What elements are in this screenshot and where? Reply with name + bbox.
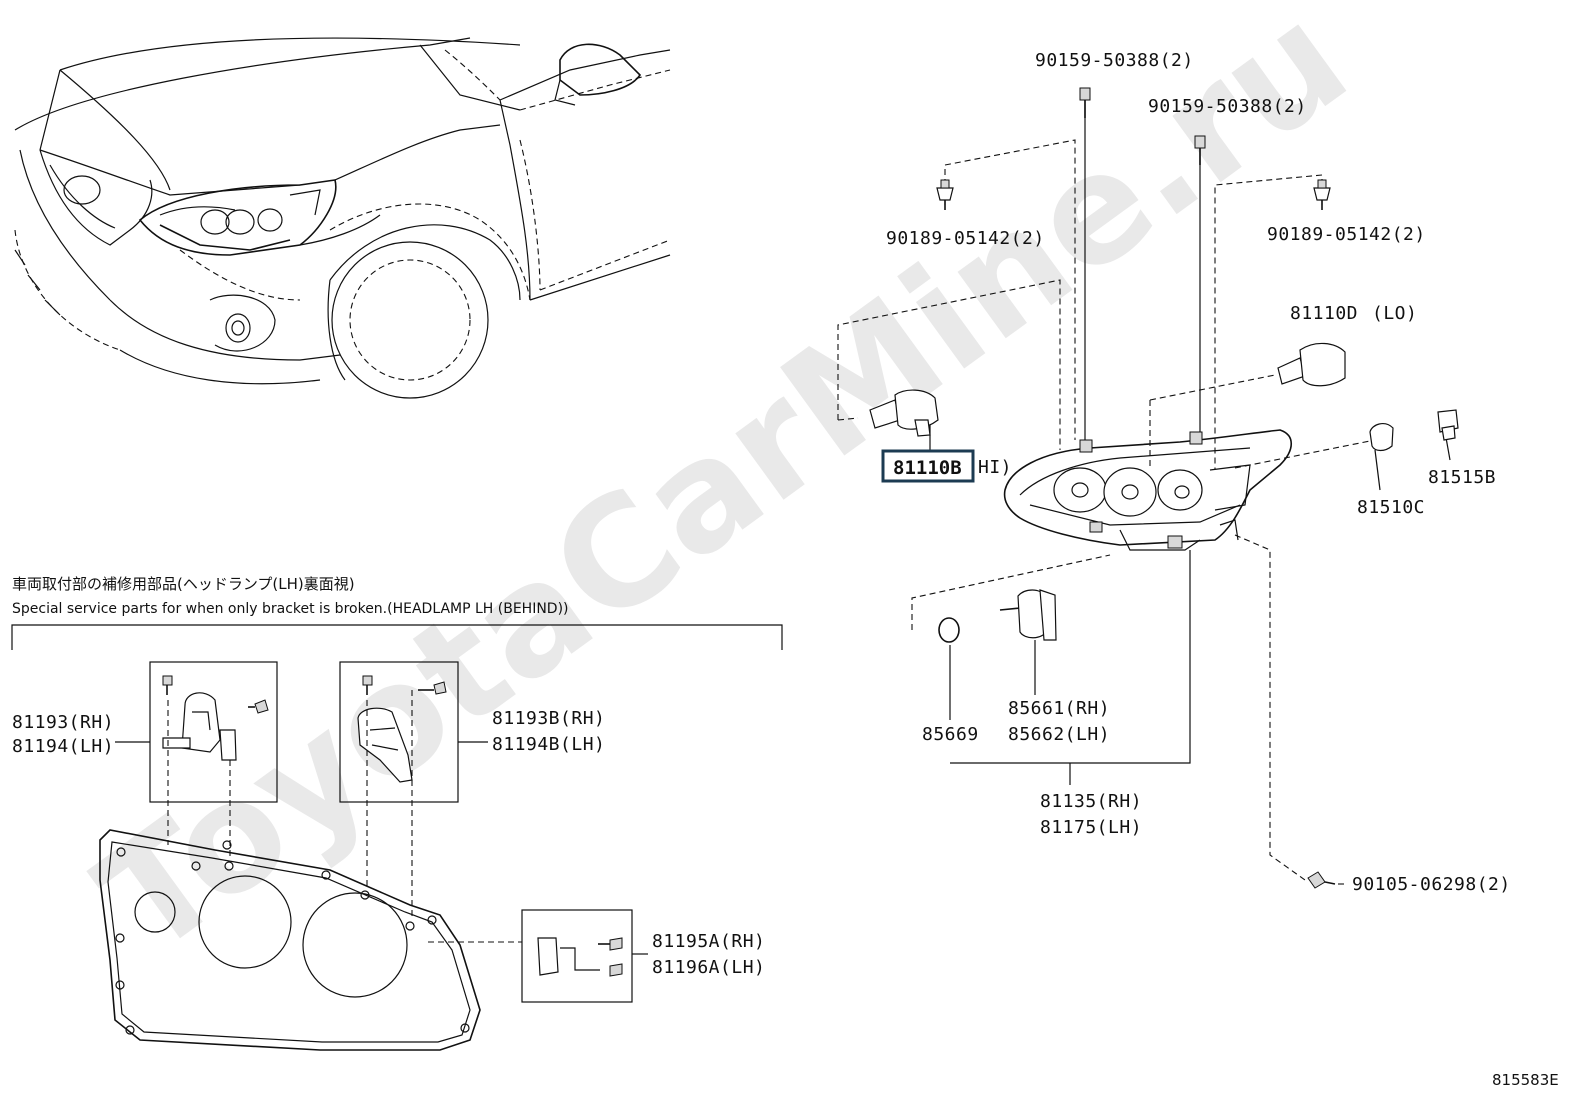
seal-ring-icon (938, 617, 960, 643)
leveling-motor-icon (999, 589, 1057, 641)
screw-icon (936, 179, 954, 210)
bolt-icon (1079, 87, 1091, 118)
bracket-c-box (521, 909, 633, 1003)
label-81175: 81175(LH) (1040, 817, 1142, 838)
bolt-icon (1194, 135, 1206, 165)
label-81135: 81135(RH) (1040, 791, 1142, 812)
label-81195a: 81195A(RH) (652, 931, 765, 952)
diagram-code: 815583E (1492, 1071, 1559, 1089)
label-90159-50388: 90159-50388(2) (1148, 96, 1307, 117)
bracket-a-box (149, 661, 278, 803)
bracket-section-title-jp: 車両取付部の補修用部品(ヘッドランプ(LH)裏面視) (12, 575, 355, 593)
bracket-b-box (339, 661, 459, 803)
highlight-box (881, 449, 975, 483)
label-85661: 85661(RH) (1008, 698, 1110, 719)
label-81110d: 81110D (1290, 303, 1358, 324)
bracket-c-icon (537, 937, 623, 977)
label-lo-note: (LO) (1372, 303, 1417, 324)
label-81110b[interactable]: 81110B (893, 457, 962, 479)
headlamp-housing-back-view (99, 829, 481, 1051)
label-hi-note: HI) (978, 457, 1012, 478)
label-81194b: 81194B(LH) (492, 734, 605, 755)
label-81196a: 81196A(LH) (652, 957, 765, 978)
bracket-a-icon (162, 675, 269, 761)
section-bracket-line (11, 624, 783, 650)
label-90189-05142: 90189-05142(2) (1267, 224, 1426, 245)
label-81515b: 81515B (1428, 467, 1496, 488)
hi-bulb-icon (869, 389, 939, 437)
label-90159-50388: 90159-50388(2) (1035, 50, 1194, 71)
label-81193: 81193(RH) (12, 712, 114, 733)
side-bulb-icon (1369, 423, 1394, 452)
car-front-illustration (14, 37, 671, 399)
label-90105-06298: 90105-06298(2) (1352, 874, 1511, 895)
bracket-b-icon (357, 675, 447, 783)
label-81510c: 81510C (1357, 497, 1425, 518)
screw-icon (1313, 179, 1331, 210)
label-85662: 85662(LH) (1008, 724, 1110, 745)
screw-icon (1307, 871, 1336, 889)
headlamp-exploded-view (837, 87, 1459, 889)
label-81193b: 81193B(RH) (492, 708, 605, 729)
label-85669: 85669 (922, 724, 979, 745)
bracket-section-title-en: Special service parts for when only brac… (12, 601, 569, 617)
socket-icon (1437, 409, 1459, 441)
headlamp-assembly-icon (1003, 429, 1293, 551)
lo-bulb-icon (1277, 342, 1346, 387)
label-81194: 81194(LH) (12, 736, 114, 757)
label-90189-05142: 90189-05142(2) (886, 228, 1045, 249)
